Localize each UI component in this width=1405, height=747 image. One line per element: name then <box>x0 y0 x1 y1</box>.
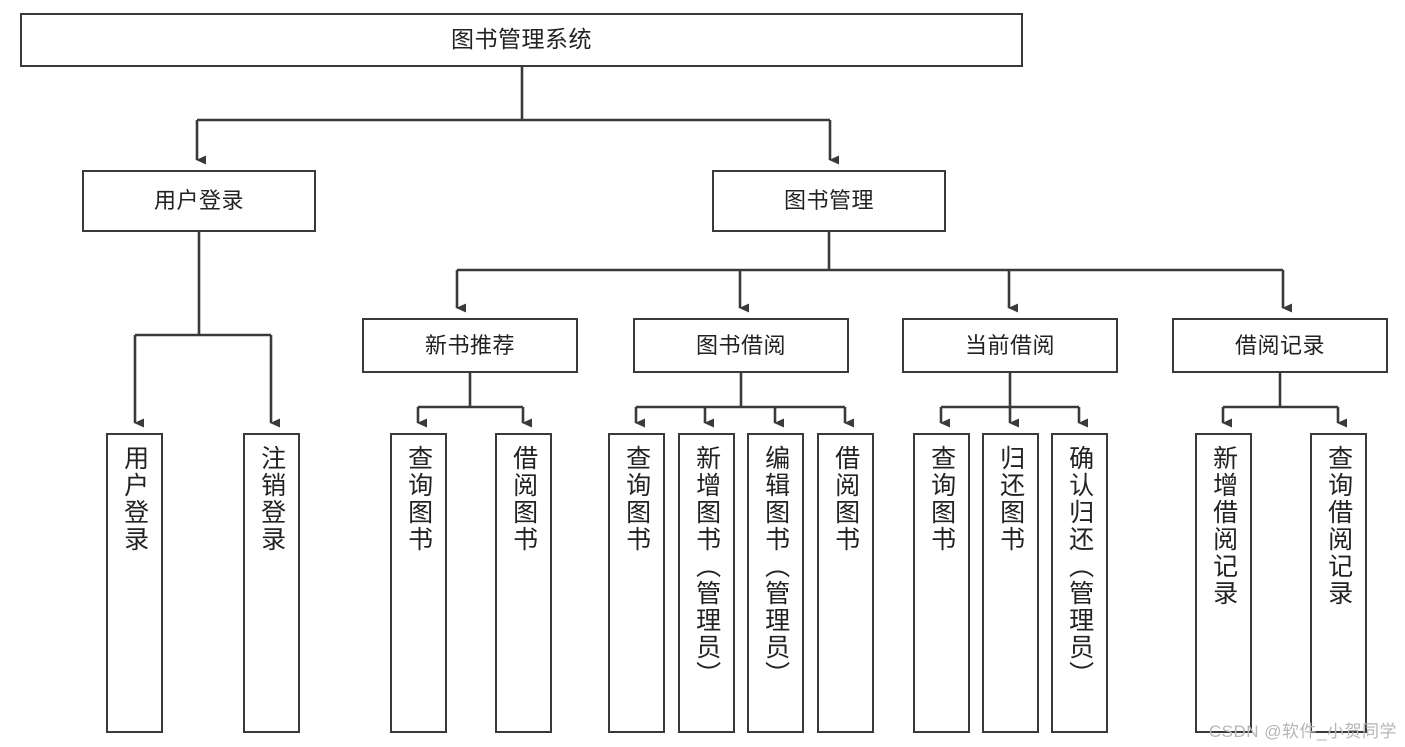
node-label: 注销登录 <box>257 445 286 553</box>
node-label: 确认归还（管理员） <box>1065 445 1094 688</box>
node-root-system[interactable]: 图书管理系统 <box>20 13 1023 67</box>
node-leaf-query-book-new[interactable]: 查询图书 <box>390 433 447 733</box>
node-label: 编辑图书（管理员） <box>761 445 790 688</box>
node-leaf-confirm-return-admin[interactable]: 确认归还（管理员） <box>1051 433 1108 733</box>
node-label: 查询图书 <box>404 445 433 553</box>
node-new-book-recommend[interactable]: 新书推荐 <box>362 318 578 373</box>
node-label: 图书借阅 <box>695 332 786 358</box>
node-label: 归还图书 <box>996 445 1025 553</box>
node-leaf-query-book-current[interactable]: 查询图书 <box>913 433 970 733</box>
node-label: 查询图书 <box>622 445 651 553</box>
node-leaf-borrow-book-new[interactable]: 借阅图书 <box>495 433 552 733</box>
node-label: 查询借阅记录 <box>1324 445 1353 607</box>
node-leaf-add-borrow-record[interactable]: 新增借阅记录 <box>1195 433 1252 733</box>
node-label: 用户登录 <box>153 188 244 214</box>
node-label: 借阅图书 <box>831 445 860 553</box>
node-label: 新增图书（管理员） <box>692 445 721 688</box>
node-leaf-query-book[interactable]: 查询图书 <box>608 433 665 733</box>
node-label: 图书管理 <box>783 188 874 214</box>
node-label: 图书管理系统 <box>451 26 592 53</box>
node-current-borrow[interactable]: 当前借阅 <box>902 318 1118 373</box>
node-label: 借阅记录 <box>1234 332 1325 358</box>
node-label: 借阅图书 <box>509 445 538 553</box>
node-leaf-query-borrow-record[interactable]: 查询借阅记录 <box>1310 433 1367 733</box>
node-leaf-user-login[interactable]: 用户登录 <box>106 433 163 733</box>
node-borrow-record[interactable]: 借阅记录 <box>1172 318 1388 373</box>
node-leaf-return-book[interactable]: 归还图书 <box>982 433 1039 733</box>
node-leaf-edit-book-admin[interactable]: 编辑图书（管理员） <box>747 433 804 733</box>
node-book-borrow[interactable]: 图书借阅 <box>633 318 849 373</box>
node-book-management[interactable]: 图书管理 <box>712 170 946 232</box>
node-user-login[interactable]: 用户登录 <box>82 170 316 232</box>
node-label: 当前借阅 <box>964 332 1055 358</box>
node-label: 用户登录 <box>120 445 149 553</box>
node-leaf-add-book-admin[interactable]: 新增图书（管理员） <box>678 433 735 733</box>
watermark: CSDN @软件_小贺同学 <box>1208 722 1397 741</box>
node-label: 新增借阅记录 <box>1209 445 1238 607</box>
node-leaf-borrow-book[interactable]: 借阅图书 <box>817 433 874 733</box>
node-label: 新书推荐 <box>424 332 515 358</box>
node-label: 查询图书 <box>927 445 956 553</box>
node-leaf-logout[interactable]: 注销登录 <box>243 433 300 733</box>
